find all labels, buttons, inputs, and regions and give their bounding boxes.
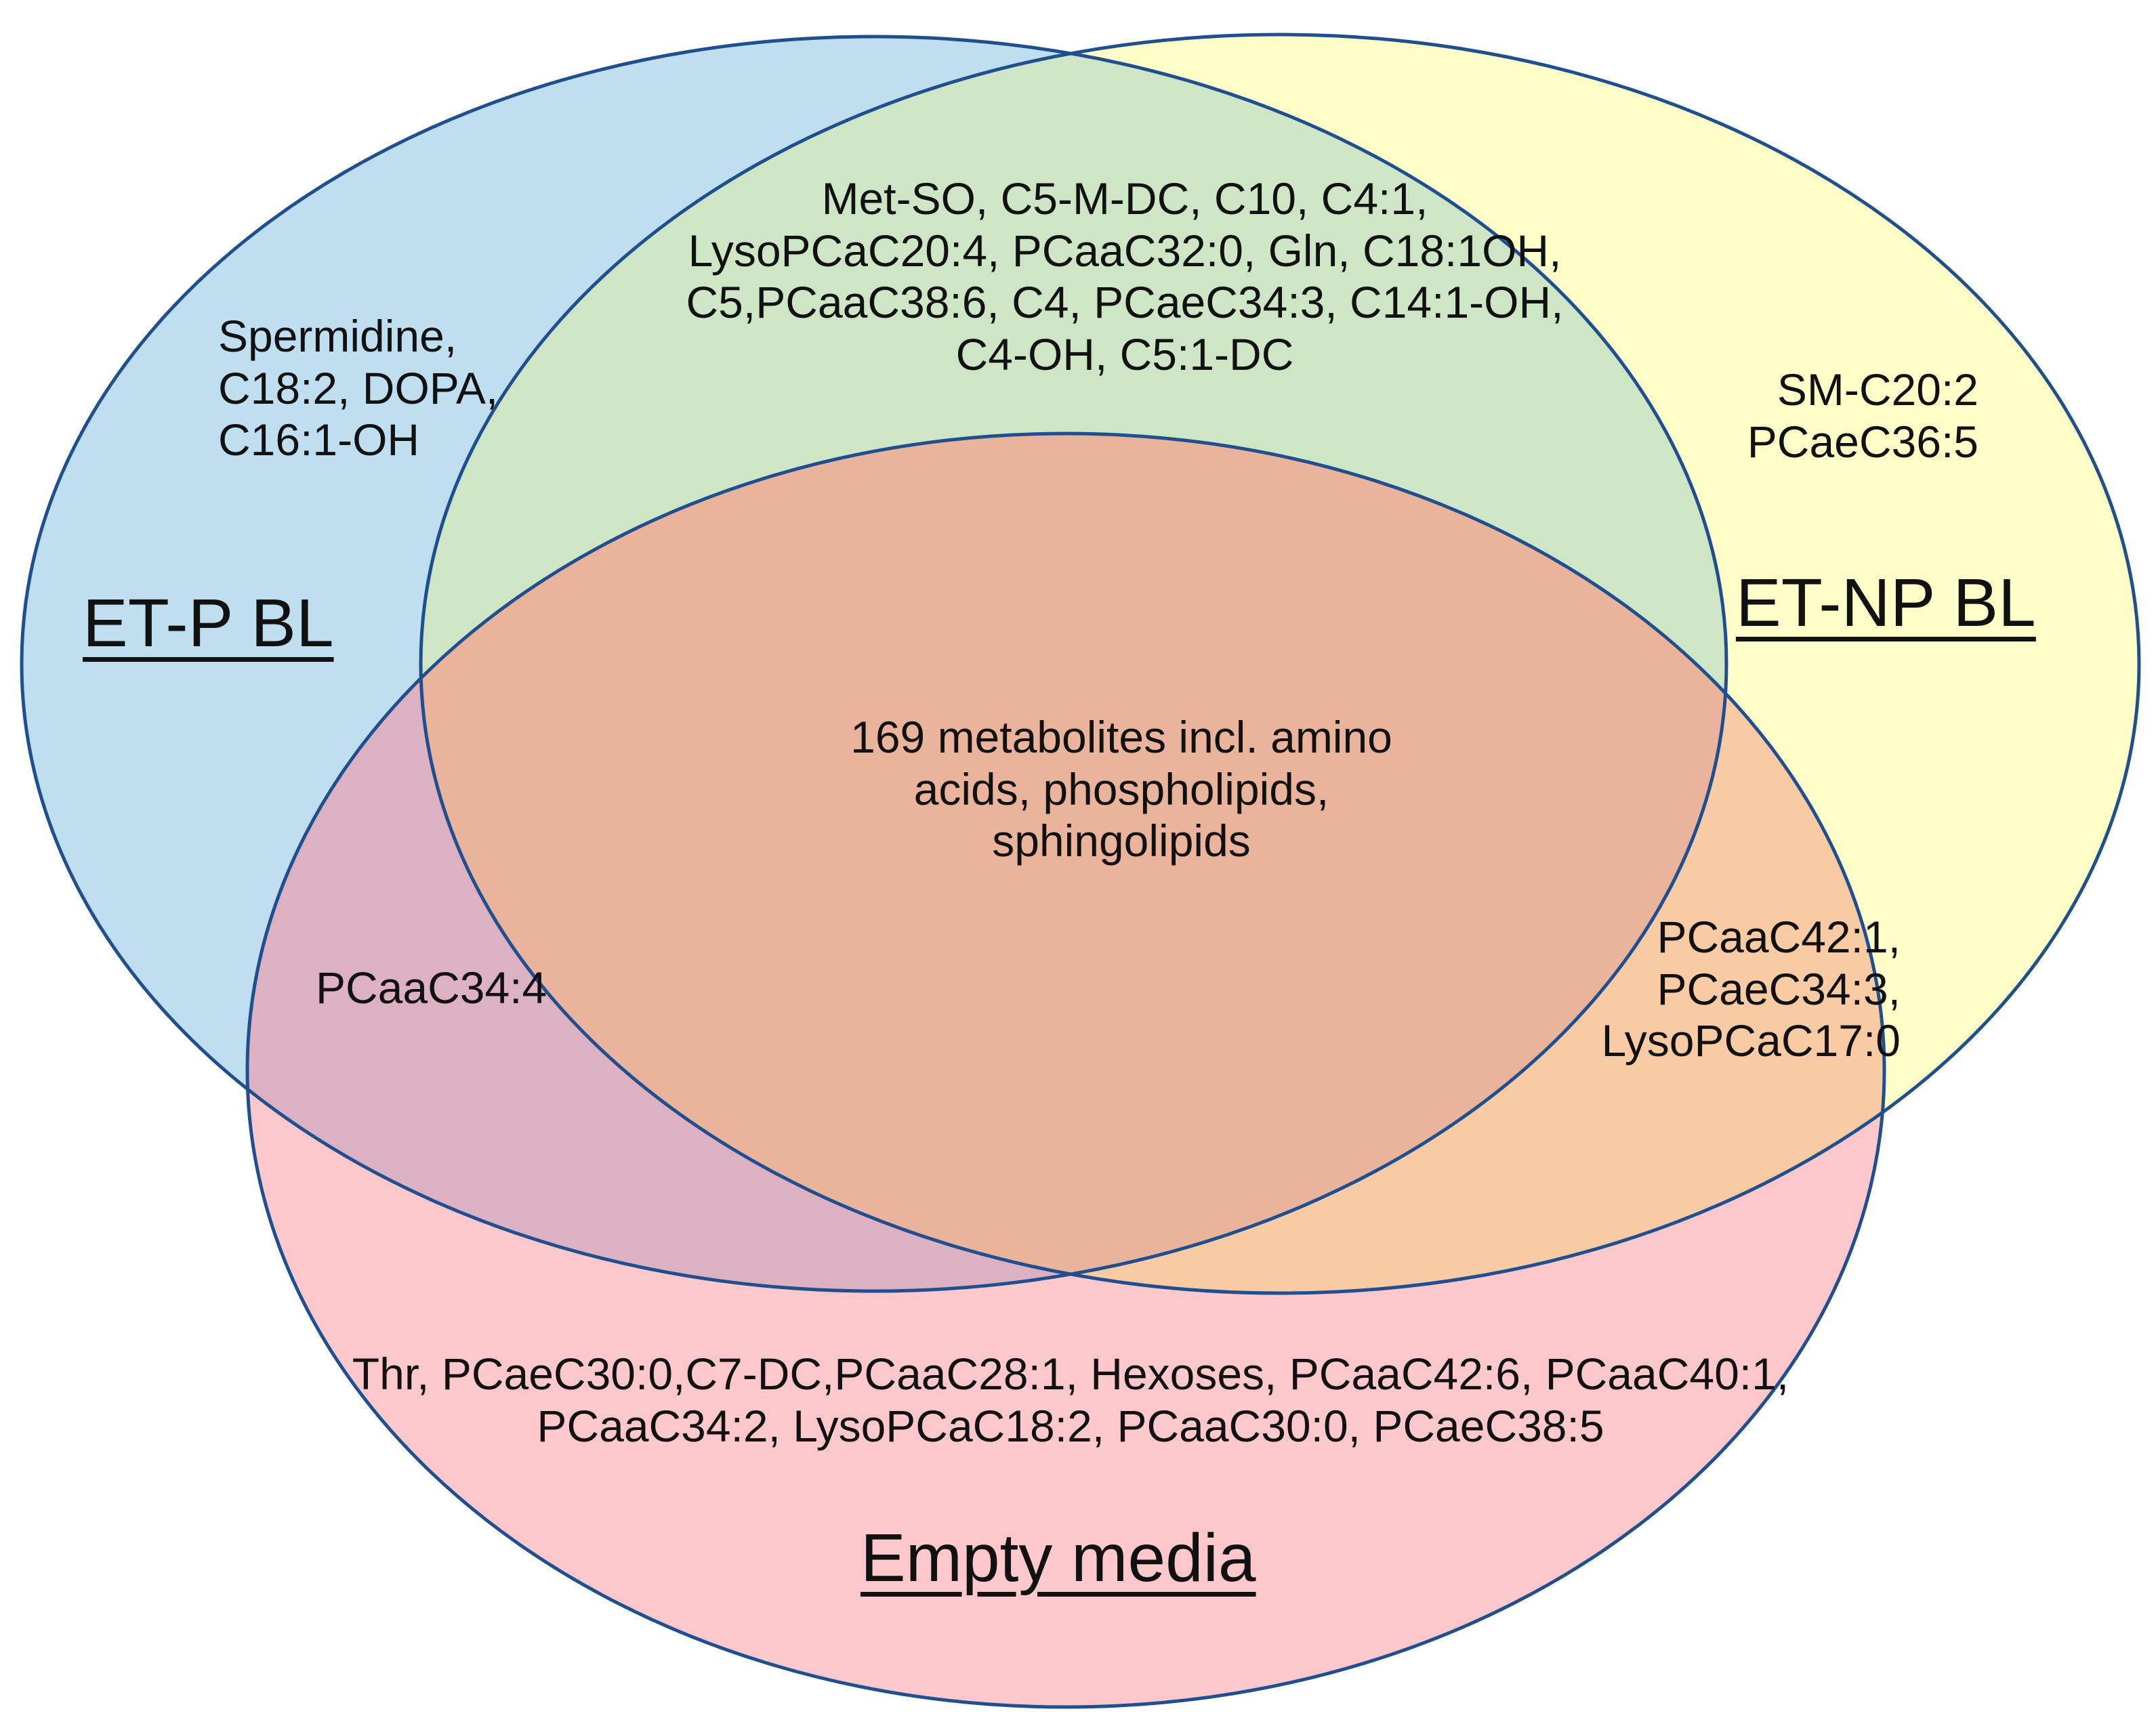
- set-et-np-bl-label: ET-NP BL: [1736, 565, 2036, 641]
- set-et-p-bl-outline: [20, 35, 1728, 1293]
- metabolite-line: SM-C20:2: [1777, 364, 1978, 415]
- metabolite-line: acids, phospholipids,: [913, 763, 1329, 814]
- metabolite-line: LysoPCaC17:0: [1601, 1015, 1901, 1066]
- metabolite-line: sphingolipids: [992, 816, 1251, 866]
- metabolite-line: C16:1-OH: [218, 415, 420, 465]
- metabolite-line: C18:2, DOPA,: [218, 362, 499, 413]
- region-et-np-empty-text: PCaaC42:1,PCaeC34:3,LysoPCaC17:0: [1558, 911, 1901, 1067]
- region-empty-only-text: Thr, PCaeC30:0,C7-DC,PCaaC28:1, Hexoses,…: [325, 1348, 1816, 1452]
- metabolite-line: 169 metabolites incl. amino: [850, 712, 1392, 762]
- metabolite-line: C4-OH, C5:1-DC: [955, 329, 1294, 379]
- overlap-all-three: [421, 434, 1726, 1291]
- metabolite-line: PCaeC36:5: [1747, 416, 1978, 467]
- metabolite-line: PCaaC42:1,: [1657, 912, 1901, 962]
- set-empty-media-outline: [245, 432, 1886, 1709]
- metabolite-line: LysoPCaC20:4, PCaaC32:0, Gln, C18:1OH,: [688, 225, 1562, 276]
- set-empty-media-label: Empty media: [861, 1520, 1256, 1596]
- metabolite-line: PCaaC34:2, LysoPCaC18:2, PCaaC30:0, PCae…: [537, 1400, 1604, 1451]
- set-et-p-bl-label: ET-P BL: [83, 585, 334, 661]
- metabolite-line: Met-SO, C5-M-DC, C10, C4:1,: [821, 173, 1428, 224]
- metabolite-line: PCaaC34:4: [316, 963, 547, 1013]
- region-et-p-et-np-text: Met-SO, C5-M-DC, C10, C4:1,LysoPCaC20:4,…: [589, 173, 1660, 380]
- region-et-p-only-text: Spermidine,C18:2, DOPA,C16:1-OH: [218, 310, 571, 466]
- metabolite-line: Thr, PCaeC30:0,C7-DC,PCaaC28:1, Hexoses,…: [352, 1349, 1789, 1399]
- set-et-np-bl-outline: [419, 33, 2141, 1295]
- metabolite-line: Spermidine,: [218, 311, 457, 361]
- region-et-p-empty-text: PCaaC34:4: [316, 962, 600, 1014]
- metabolite-line: C5,PCaaC38:6, C4, PCaeC34:3, C14:1-OH,: [686, 277, 1564, 328]
- metabolite-line: PCaeC34:3,: [1657, 963, 1901, 1014]
